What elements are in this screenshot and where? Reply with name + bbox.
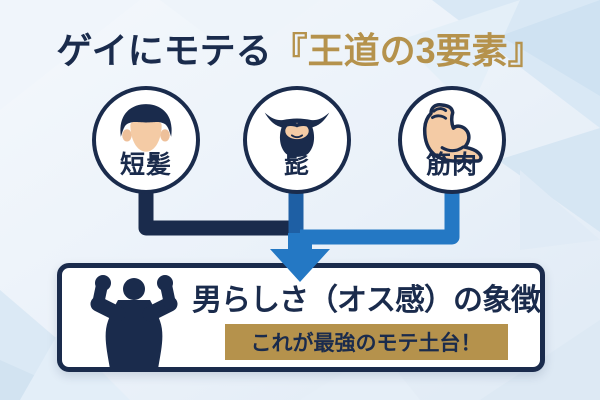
down-arrow-icon — [270, 233, 330, 282]
page-title: ゲイにモテる『王道の3要素』 — [0, 22, 600, 74]
factor-circle-short-hair: 短髪 — [92, 86, 200, 194]
title-prefix: ゲイにモテる — [56, 30, 272, 71]
connector-right — [300, 180, 460, 245]
factor-circle-muscle: 筋肉 — [398, 86, 506, 194]
factor-circle-beard: 髭 — [243, 86, 351, 194]
beard-icon — [264, 112, 330, 157]
factor-label-short-hair: 短髪 — [119, 151, 172, 179]
conclusion-banner: これが最強のモテ土台！ — [224, 324, 508, 360]
connector-left — [138, 180, 299, 236]
conclusion-content: 男らしさ（オス感）の象徴 これが最強のモテ土台！ — [192, 268, 540, 367]
flexing-man-silhouette-icon — [90, 275, 178, 367]
flexed-bicep-icon — [422, 102, 483, 163]
title-highlight: 『王道の3要素』 — [271, 30, 544, 71]
conclusion-heading: 男らしさ（オス感）の象徴 — [192, 284, 540, 317]
factor-label-beard: 髭 — [283, 151, 310, 179]
factor-label-muscle: 筋肉 — [425, 151, 478, 179]
short-hair-face-icon — [120, 104, 172, 152]
